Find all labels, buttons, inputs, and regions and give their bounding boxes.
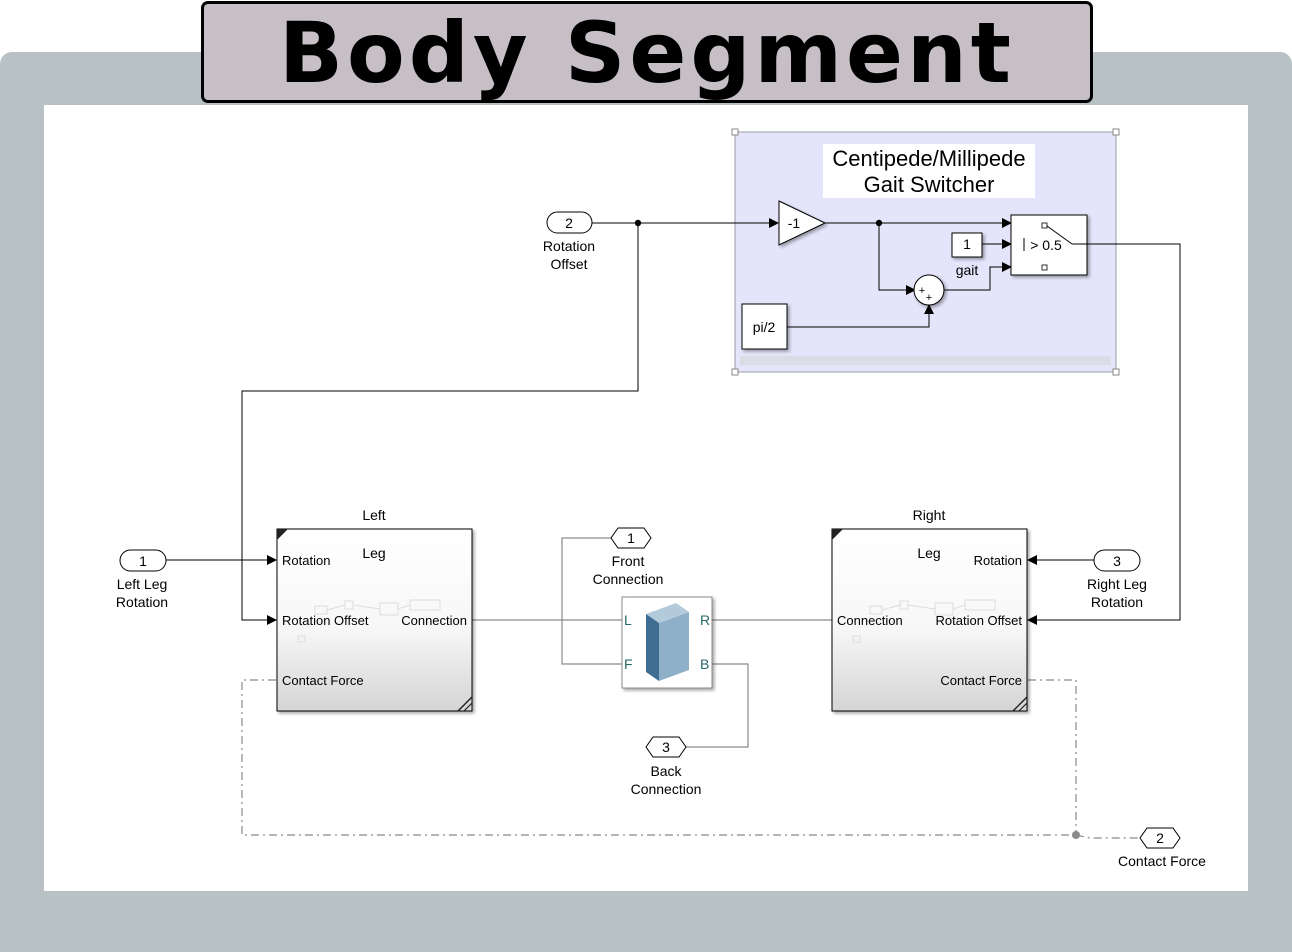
left-leg-subsystem[interactable]: Left Leg Rotation Rotation Offset Connec… — [276, 507, 473, 712]
port-label: Connection — [631, 781, 702, 797]
port-number: 3 — [662, 739, 670, 755]
subsystem-preview-icon — [852, 599, 996, 643]
subsystem-title: Leg — [362, 545, 385, 561]
inport-label: Rotation — [1091, 594, 1143, 610]
title-banner: Body Segment — [201, 1, 1093, 103]
connport-front-connection[interactable]: 1 Front Connection — [593, 527, 664, 587]
inport-number: 2 — [565, 215, 573, 231]
port-label-contact-force: Contact Force — [282, 673, 364, 688]
body-port-l: L — [624, 612, 632, 628]
body-port-f: F — [624, 656, 633, 672]
constant-value: 1 — [963, 236, 971, 252]
branch-point — [875, 219, 883, 227]
port-number: 1 — [627, 530, 635, 546]
sum-block[interactable]: + + — [913, 274, 945, 306]
pi-half-constant-block[interactable]: pi/2 — [741, 303, 788, 350]
inport-number: 1 — [139, 553, 147, 569]
connection-junction — [1072, 831, 1080, 839]
brick-solid-icon — [646, 603, 689, 681]
body-solid-block[interactable]: L R F B — [621, 596, 713, 689]
body-port-b: B — [700, 656, 709, 672]
inport-label: Rotation — [543, 238, 595, 254]
port-label-rotation: Rotation — [974, 553, 1022, 568]
connection-lines — [241, 537, 1140, 839]
port-label: Contact Force — [1118, 853, 1206, 869]
inport-rotation-offset[interactable]: 2 Rotation Offset — [543, 211, 595, 272]
inport-label: Offset — [550, 256, 587, 272]
port-label-rotation-offset: Rotation Offset — [936, 613, 1023, 628]
inport-left-leg-rotation[interactable]: 1 Left Leg Rotation — [116, 549, 168, 610]
inport-number: 3 — [1113, 553, 1121, 569]
connport-contact-force[interactable]: 2 Contact Force — [1118, 827, 1206, 869]
gain-block[interactable]: -1 — [778, 200, 827, 246]
sum-sign: + — [919, 285, 925, 297]
constant-value: pi/2 — [753, 319, 776, 335]
inport-right-leg-rotation[interactable]: 3 Right Leg Rotation — [1087, 549, 1147, 610]
subsystem-name: Right — [913, 507, 946, 523]
connport-back-connection[interactable]: 3 Back Connection — [631, 736, 702, 797]
page-title: Body Segment — [279, 4, 1015, 102]
area-title-line1: Centipede/Millipede — [832, 146, 1025, 171]
inport-label: Right Leg — [1087, 576, 1147, 592]
switch-threshold: > 0.5 — [1030, 237, 1062, 253]
right-leg-subsystem[interactable]: Right Leg Rotation Rotation Offset Conne… — [831, 507, 1028, 712]
body-port-r: R — [700, 612, 710, 628]
port-label-rotation: Rotation — [282, 553, 330, 568]
switch-block[interactable]: > 0.5 — [1010, 214, 1088, 276]
gait-constant-block[interactable]: 1 gait — [951, 232, 983, 278]
constant-label: gait — [956, 262, 979, 278]
port-label-connection: Connection — [401, 613, 467, 628]
branch-point — [634, 219, 642, 227]
area-title-line2: Gait Switcher — [864, 172, 995, 197]
subsystem-preview-icon — [297, 599, 441, 643]
gain-value: -1 — [788, 215, 801, 231]
port-label-rotation-offset: Rotation Offset — [282, 613, 369, 628]
inport-label: Left Leg — [117, 576, 168, 592]
port-number: 2 — [1156, 830, 1164, 846]
port-label-connection: Connection — [837, 613, 903, 628]
signal-lines — [166, 218, 1181, 625]
subsystem-title: Leg — [917, 545, 940, 561]
inport-label: Rotation — [116, 594, 168, 610]
port-label: Back — [650, 763, 682, 779]
port-label-contact-force: Contact Force — [940, 673, 1022, 688]
sum-sign: + — [926, 292, 932, 304]
subsystem-name: Left — [362, 507, 385, 523]
port-label: Front — [612, 553, 645, 569]
port-label: Connection — [593, 571, 664, 587]
